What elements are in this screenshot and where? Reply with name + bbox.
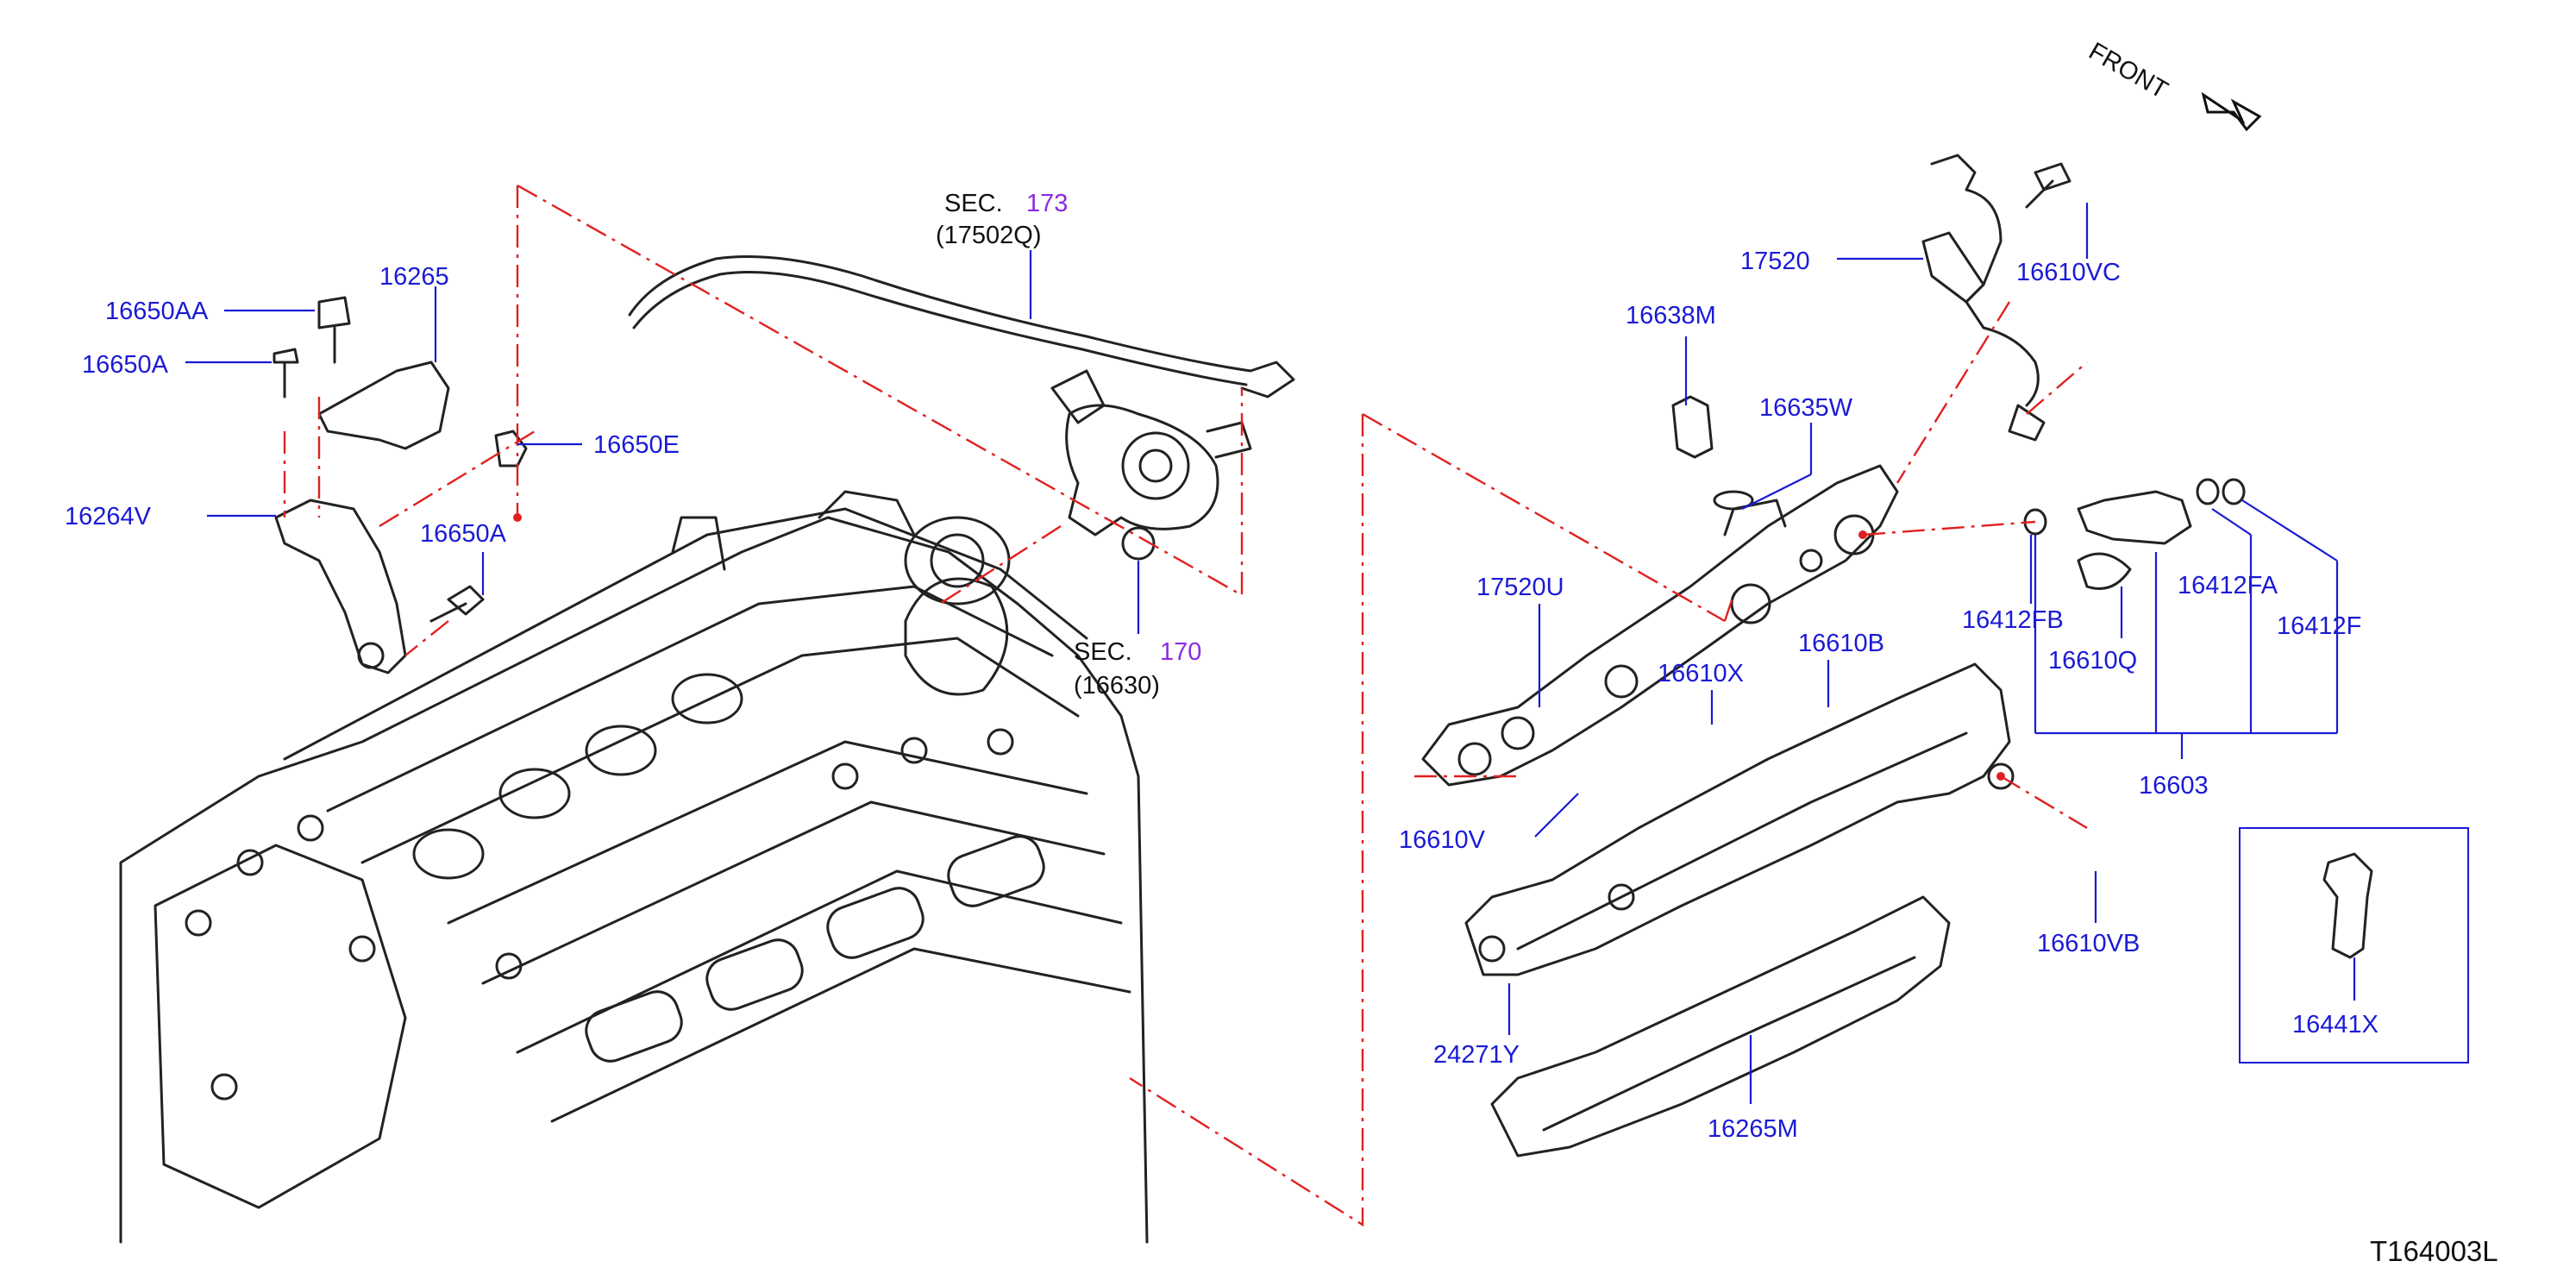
fuel-hose [628,255,1295,398]
sec170-sub: (16630) [1074,672,1160,700]
fuel-rail-assembly [1421,154,2071,787]
label-16264V: 16264V [65,503,152,530]
sec173-prefix: SEC. [944,190,1003,217]
label-16610V: 16610V [1399,826,1486,854]
label-16265: 16265 [379,263,449,291]
part-labels: 16650AA 16265 16650A 16650E 16264V 16650… [65,190,2498,1267]
label-17520U: 17520U [1476,574,1564,601]
label-16412FA: 16412FA [2178,572,2278,599]
label-16638M: 16638M [1626,302,1716,329]
label-16650E: 16650E [593,431,680,459]
label-16650AA: 16650AA [105,298,209,325]
fuel-pump [1050,369,1252,561]
inset-box [2239,827,2469,1064]
diagram-id: T164003L [2370,1235,2498,1267]
label-16412FB: 16412FB [1962,606,2064,634]
label-16635W: 16635W [1759,394,1853,422]
label-16603: 16603 [2139,772,2209,800]
label-16441X: 16441X [2292,1011,2379,1038]
front-indicator: FRONT [2084,37,2262,132]
label-16650A-bottom: 16650A [420,520,507,548]
label-16610VC: 16610VC [2016,259,2121,286]
label-16610X: 16610X [1658,660,1744,687]
sec173-sub: (17502Q) [936,222,1042,249]
label-16610B: 16610B [1798,630,1884,657]
label-16265M: 16265M [1708,1115,1798,1143]
label-16412F: 16412F [2277,612,2361,640]
label-16610VB: 16610VB [2037,930,2140,957]
front-arrow-icon [2201,91,2262,132]
engine-assembly [119,490,1149,1244]
centerlines [283,184,2088,1227]
sec170-prefix: SEC. [1074,638,1132,666]
label-17520: 17520 [1740,248,1810,275]
heat-shields [1464,662,2015,1158]
label-16650A-top: 16650A [82,351,169,379]
label-16610Q: 16610Q [2048,647,2137,675]
leader-lines [185,203,2339,1104]
sec173-number: 173 [1026,190,1068,217]
label-24271Y: 24271Y [1433,1041,1520,1069]
bracket-cluster [273,296,528,675]
sec170-number: 170 [1160,638,1201,666]
front-label: FRONT [2084,37,2173,104]
